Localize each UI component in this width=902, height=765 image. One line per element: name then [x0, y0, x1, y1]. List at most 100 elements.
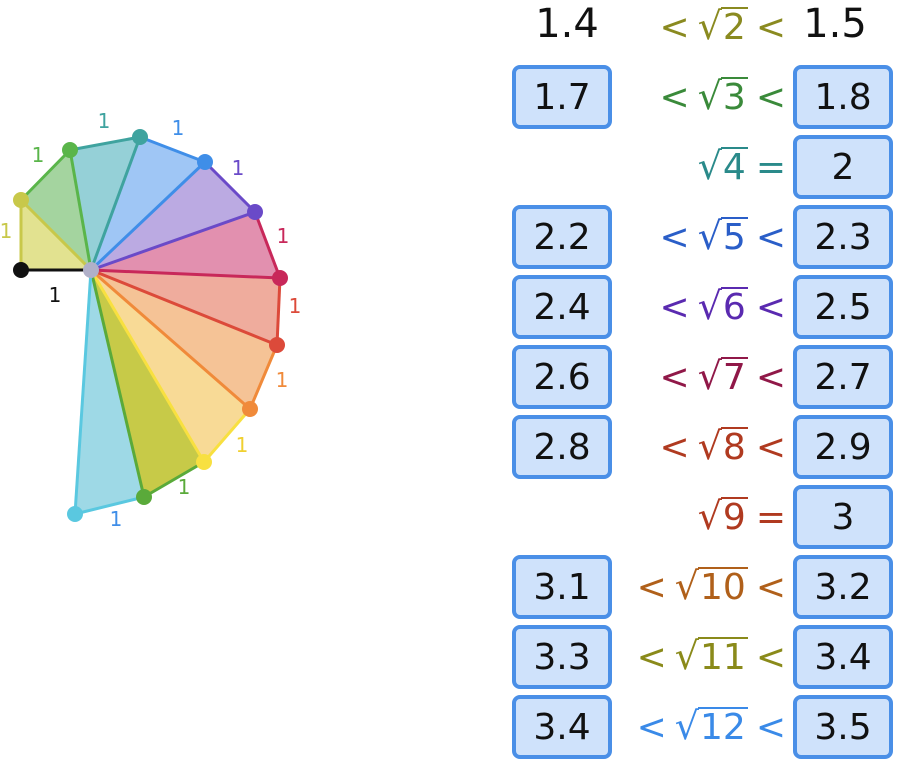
estimate-row: 1.4<√2<1.5 — [0, 0, 902, 62]
spiral-unit-label-3: 1 — [98, 109, 111, 133]
radical-sign-icon: √ — [674, 634, 700, 679]
lower-bound-box[interactable]: 3.4 — [512, 695, 612, 759]
spiral-unit-edge-7 — [275, 277, 282, 346]
spiral-triangle-3 — [70, 137, 140, 270]
lower-bound-box[interactable]: 3.3 — [512, 625, 612, 689]
equals-sign: = — [755, 146, 786, 188]
radicand: 12 — [698, 707, 748, 749]
less-than-sign: < — [755, 216, 786, 258]
sqrt-relation: <√6< — [660, 272, 786, 342]
spiral-unit-label-4: 1 — [172, 116, 185, 140]
less-than-sign: < — [755, 426, 786, 468]
less-than-sign: < — [659, 286, 690, 328]
lower-bound-box[interactable]: 2.4 — [512, 275, 612, 339]
radical-sign-icon: √ — [697, 354, 722, 399]
spiral-unit-edge-11 — [74, 495, 145, 516]
spiral-unit-edge-5 — [203, 160, 257, 214]
estimate-row: 3.4 <√12<3.5 — [0, 692, 902, 762]
spiral-unit-label-8: 1 — [276, 368, 289, 392]
upper-bound-box[interactable]: 1.8 — [793, 65, 893, 129]
upper-bound-box[interactable]: 3.4 — [793, 625, 893, 689]
less-than-sign: < — [755, 636, 786, 678]
sqrt-expression: √7 — [698, 357, 748, 397]
estimate-row: 3.3<√11<3.4 — [0, 622, 902, 692]
upper-bound-box[interactable]: 2.5 — [793, 275, 893, 339]
spiral-unit-label-7: 1 — [289, 294, 302, 318]
spiral-unit-label-6: 1 — [277, 224, 290, 248]
upper-bound-box[interactable]: 2.7 — [793, 345, 893, 409]
spiral-ray-10 — [89, 269, 146, 498]
sqrt-expression: √10 — [675, 567, 748, 607]
sqrt-expression: √4 — [698, 147, 748, 187]
sqrt-relation: <√7< — [660, 342, 786, 412]
spiral-unit-label-1: 1 — [0, 219, 12, 243]
spiral-unit-edge-6 — [253, 211, 282, 279]
radicand: 6 — [720, 287, 748, 329]
spiral-vertex-11 — [67, 506, 83, 522]
radicand: 7 — [720, 357, 748, 399]
lower-bound-box[interactable]: 2.2 — [512, 205, 612, 269]
sqrt-expression: √2 — [698, 7, 748, 47]
estimate-row: 2.6<√7<2.7 — [0, 342, 902, 412]
spiral-ray-11 — [73, 269, 93, 515]
spiral-unit-edge-9 — [202, 408, 252, 463]
less-than-sign: < — [755, 706, 786, 748]
less-than-sign: < — [755, 6, 786, 48]
lower-bound-box[interactable]: 3.1 — [512, 555, 612, 619]
spiral-ray-4 — [89, 160, 207, 272]
spiral-vertex-4 — [197, 154, 213, 170]
spiral-vertex-10 — [136, 489, 152, 505]
spiral-ray-2 — [68, 149, 93, 271]
spiral-vertex-3 — [132, 129, 148, 145]
upper-bound-box[interactable]: 2.3 — [793, 205, 893, 269]
sqrt-relation: <√12< — [637, 692, 786, 762]
spiral-ray-7 — [90, 268, 278, 347]
lower-bound-box[interactable]: 2.6 — [512, 345, 612, 409]
spiral-ray-1 — [19, 198, 93, 272]
spiral-triangle-4 — [91, 137, 205, 270]
spiral-triangle-2 — [21, 150, 91, 270]
lower-bound-box[interactable]: 2.8 — [512, 415, 612, 479]
equals-sign: = — [755, 496, 786, 538]
lower-bound-box[interactable]: 1.7 — [512, 65, 612, 129]
spiral-vertex-9 — [196, 454, 212, 470]
sqrt-relation: <√8< — [660, 412, 786, 482]
spiral-unit-edge-4 — [139, 135, 206, 164]
estimate-row: 3.1<√10<3.2 — [0, 552, 902, 622]
radical-sign-icon: √ — [697, 74, 722, 119]
radical-sign-icon: √ — [697, 4, 722, 49]
spiral-unit-edge-8 — [248, 344, 279, 410]
spiral-ray-5 — [90, 210, 256, 272]
upper-bound-box[interactable]: 3.2 — [793, 555, 893, 619]
sqrt-expression: √12 — [675, 707, 748, 747]
radicand: 9 — [720, 497, 748, 539]
upper-bound-box[interactable]: 3.5 — [793, 695, 893, 759]
spiral-triangle-6 — [91, 212, 280, 278]
spiral-ray-9 — [89, 269, 206, 463]
spiral-unit-label-10: 1 — [178, 475, 191, 499]
spiral-triangle-11 — [75, 270, 144, 514]
sqrt-expression: √9 — [698, 497, 748, 537]
upper-bound-box[interactable]: 2.9 — [793, 415, 893, 479]
spiral-unit-label-2: 1 — [32, 143, 45, 167]
sqrt-relation: <√11< — [637, 622, 786, 692]
radical-sign-icon: √ — [697, 494, 722, 539]
spiral-unit-label-11: 1 — [110, 507, 123, 531]
spiral-vertex-7 — [269, 337, 285, 353]
upper-bound-box[interactable]: 2 — [793, 135, 893, 199]
radical-sign-icon: √ — [697, 284, 722, 329]
radicand: 2 — [720, 7, 748, 49]
radical-sign-icon: √ — [697, 144, 722, 189]
sqrt-expression: √5 — [698, 217, 748, 257]
upper-bound-box[interactable]: 3 — [793, 485, 893, 549]
less-than-sign: < — [636, 636, 667, 678]
spiral-triangle-9 — [91, 270, 250, 462]
radicand: 4 — [720, 147, 748, 189]
less-than-sign: < — [755, 356, 786, 398]
radical-sign-icon: √ — [697, 424, 722, 469]
radical-sign-icon: √ — [674, 564, 700, 609]
spiral-ray-6 — [90, 268, 281, 280]
radicand: 11 — [698, 637, 748, 679]
spiral-ray-3 — [89, 136, 142, 271]
